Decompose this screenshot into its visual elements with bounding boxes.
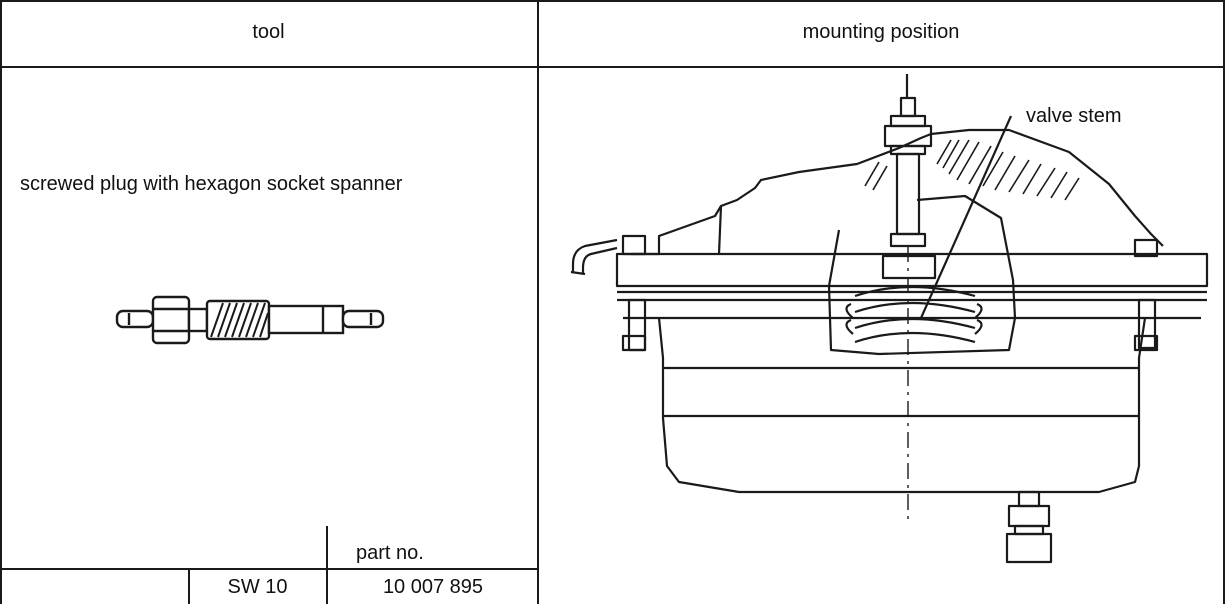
valve-stem-callout: valve stem — [1026, 105, 1122, 127]
part-row-divider — [0, 568, 538, 570]
header-tool: tool — [252, 21, 285, 43]
header-divider — [0, 66, 1225, 68]
top-border — [0, 0, 1225, 2]
screwed-plug-drawing — [115, 295, 385, 345]
left-border — [0, 0, 2, 604]
part-no-label: part no. — [356, 542, 424, 564]
header-mounting-position: mounting position — [802, 21, 960, 43]
part-cell-divider-right — [326, 526, 328, 604]
brake-chamber-assembly-drawing — [570, 74, 1209, 564]
column-divider — [537, 0, 539, 604]
size-value: SW 10 — [227, 576, 288, 598]
part-no-value: 10 007 895 — [382, 576, 484, 598]
tool-description: screwed plug with hexagon socket spanner — [20, 173, 403, 195]
part-cell-divider-left — [188, 568, 190, 604]
tool-description-clip: screwed plug with hexagon socket spanner — [0, 172, 481, 200]
right-border — [1223, 0, 1225, 604]
